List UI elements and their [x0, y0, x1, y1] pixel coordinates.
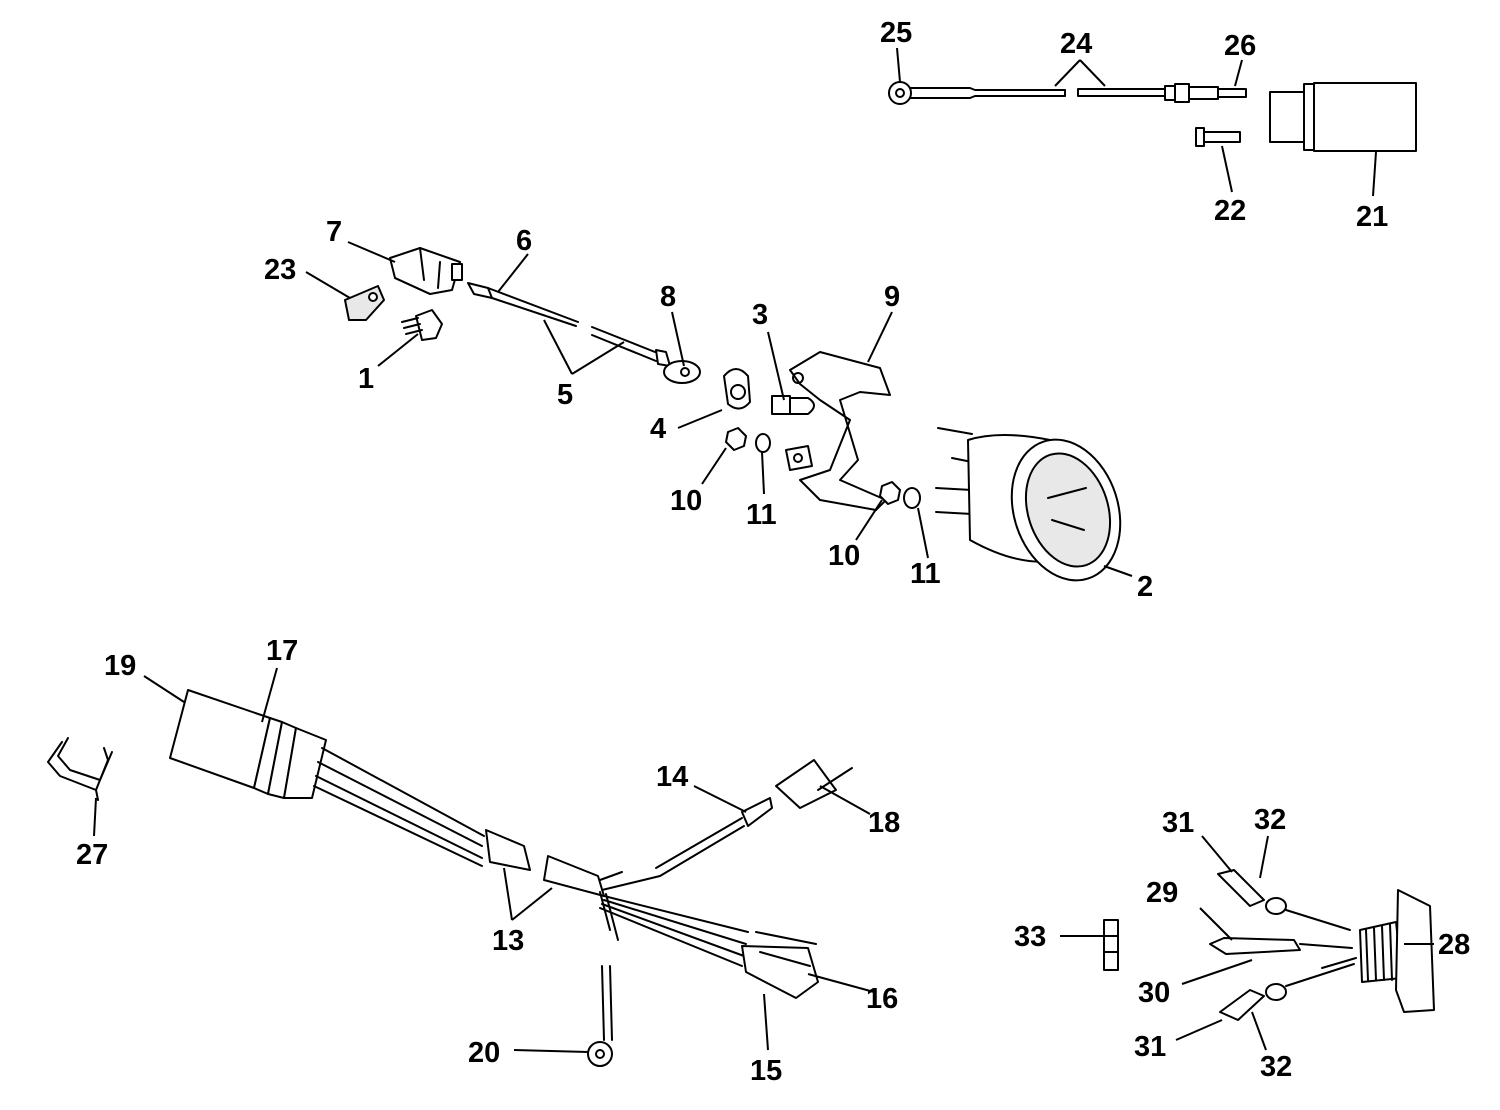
part-4-lamp-socket: [723, 368, 751, 410]
callout-19: 19: [104, 650, 136, 682]
callout-2: 2: [1137, 571, 1153, 603]
part-14-bullet-terminal: [655, 797, 773, 877]
part-10-nut: [725, 427, 901, 505]
callout-4: 4: [650, 413, 666, 445]
callout-29: 29: [1146, 877, 1178, 909]
callout-23: 23: [264, 254, 296, 286]
callout-11-second: 11: [910, 558, 941, 590]
part-27-wire-clip: [47, 737, 113, 801]
callout-31-second: 31: [1134, 1031, 1166, 1063]
callout-10-second: 10: [828, 540, 860, 572]
callout-17: 17: [266, 635, 298, 667]
callout-11: 11: [746, 499, 777, 531]
leader-lines: [93, 47, 1434, 1053]
part-26-pin-terminal: [1164, 83, 1247, 103]
callout-21: 21: [1356, 201, 1388, 233]
part-15-16-connector: [741, 931, 819, 999]
part-1-screw: [401, 309, 443, 341]
callout-15: 15: [750, 1055, 782, 1087]
part-9-bracket: [785, 351, 891, 511]
callout-16: 16: [866, 983, 898, 1015]
part-7-connector: [389, 247, 463, 295]
part-6-5-wire-with-terminal: [467, 282, 671, 367]
callout-18: 18: [868, 807, 900, 839]
callout-27: 27: [76, 839, 108, 871]
callout-1: 1: [358, 363, 374, 395]
callout-6: 6: [516, 225, 532, 257]
part-3-bulb: [771, 395, 815, 415]
callout-32: 32: [1254, 804, 1286, 836]
part-23-clip: [344, 285, 385, 321]
callout-25: 25: [880, 17, 912, 49]
part-13-harness-wires: [313, 747, 749, 967]
part-22-pin: [1195, 127, 1241, 147]
callout-22: 22: [1214, 195, 1246, 227]
callout-3: 3: [752, 299, 768, 331]
callout-24: 24: [1060, 28, 1092, 60]
part-21-connector-housing: [1269, 82, 1417, 152]
callout-10: 10: [670, 485, 702, 517]
callout-26: 26: [1224, 30, 1256, 62]
part-33-nut: [1103, 919, 1119, 971]
callout-5: 5: [557, 379, 573, 411]
part-28-switch: [1359, 889, 1435, 1013]
part-29-30-31-32-leads: [1209, 869, 1357, 1021]
callout-28: 28: [1438, 929, 1470, 961]
callout-8: 8: [660, 281, 676, 313]
part-25-ring-terminal: [888, 81, 912, 105]
callout-9: 9: [884, 281, 900, 313]
part-24-wire: [909, 87, 1166, 99]
callout-32-second: 32: [1260, 1051, 1292, 1083]
callout-20: 20: [468, 1037, 500, 1069]
callout-14: 14: [656, 761, 688, 793]
callout-labels: 25 24 26 22 21 7 23 1 6 5 8 3 9 4 10 11 …: [76, 17, 1470, 1087]
callout-30: 30: [1138, 977, 1170, 1009]
callout-13: 13: [492, 925, 524, 957]
callout-33: 33: [1014, 921, 1046, 953]
part-19-17-connector-housing: [169, 689, 327, 799]
part-8-ring-terminal: [663, 360, 701, 384]
part-2-gauge: [935, 427, 1122, 582]
part-18-connector: [775, 759, 853, 809]
part-20-ring-terminal: [587, 965, 613, 1067]
callout-7: 7: [326, 216, 342, 248]
callout-31: 31: [1162, 807, 1194, 839]
